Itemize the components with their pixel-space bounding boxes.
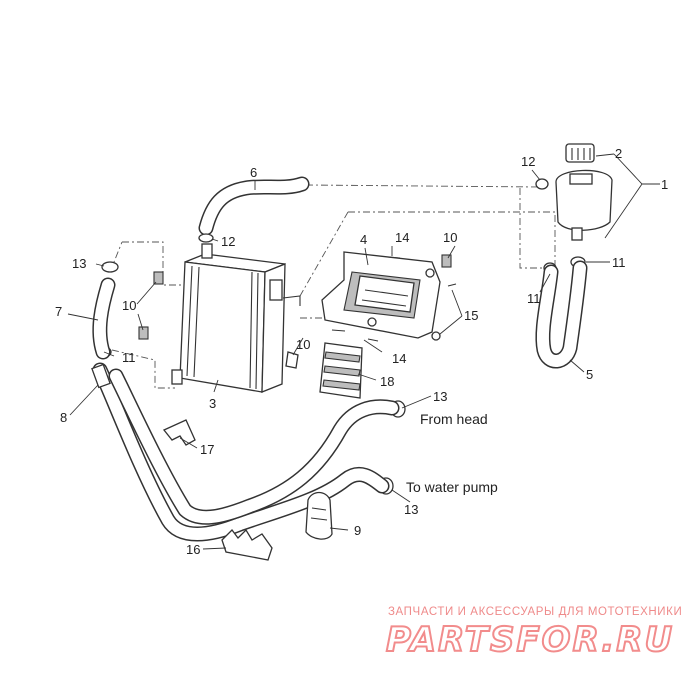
callout-12: 12 (221, 234, 235, 249)
callout-2: 2 (615, 146, 622, 161)
to-water-pump-note: To water pump (406, 479, 498, 495)
hose-part-7 (92, 277, 116, 360)
callout-5: 5 (586, 367, 593, 382)
main-hose-part-8 (91, 362, 400, 542)
from-head-note: From head (420, 411, 488, 427)
radiator-part-3 (171, 243, 301, 393)
callout-11: 11 (527, 291, 541, 306)
clip-part-10 (138, 326, 149, 340)
callout-12: 12 (521, 154, 535, 169)
leader-lines (67, 153, 660, 550)
expansion-tank-part-1 (555, 143, 613, 241)
callout-10: 10 (122, 298, 136, 313)
screws-part-14-15 (331, 256, 457, 342)
callout-11: 11 (122, 350, 136, 365)
bracket-part-17 (162, 419, 196, 446)
callout-10: 10 (443, 230, 457, 245)
clamp-part-12 (198, 233, 214, 243)
clamp-part-13 (101, 261, 119, 273)
callout-9: 9 (354, 523, 361, 538)
callout-11: 11 (612, 255, 626, 270)
callout-13: 13 (433, 389, 447, 404)
callout-10: 10 (296, 337, 310, 352)
callout-15: 15 (464, 308, 478, 323)
upper-hose-part-6 (198, 176, 310, 236)
tank-hose-part-5 (535, 260, 588, 369)
callout-13: 13 (72, 256, 86, 271)
callout-17: 17 (200, 442, 214, 457)
clip-part-10 (153, 271, 164, 285)
watermark-logo: PARTSFOR.RU (385, 619, 675, 661)
clip-part-10 (285, 351, 299, 369)
callout-8: 8 (60, 410, 67, 425)
watermark-caption: ЗАПЧАСТИ И АКСЕССУАРЫ ДЛЯ МОТОТЕХНИКИ (388, 606, 683, 618)
callout-3: 3 (209, 396, 216, 411)
callout-14: 14 (395, 230, 409, 245)
hardware-parts (96, 178, 586, 495)
clip-part-10 (441, 254, 452, 268)
callout-labels: 1 2 3 4 5 6 7 8 9 10 10 10 11 11 11 12 1… (55, 146, 668, 557)
callout-6: 6 (250, 165, 257, 180)
clamp-part-12 (535, 178, 549, 190)
callout-4: 4 (360, 232, 367, 247)
callout-16: 16 (186, 542, 200, 557)
callout-7: 7 (55, 304, 62, 319)
callout-14: 14 (392, 351, 406, 366)
callout-1: 1 (661, 177, 668, 192)
holder-part-9 (305, 491, 333, 540)
flow-notes: From head To water pump (406, 411, 498, 495)
callout-13: 13 (404, 502, 418, 517)
clip-part-16 (221, 528, 273, 561)
bracket-part-4 (321, 251, 441, 341)
callout-18: 18 (380, 374, 394, 389)
grille-part-18 (319, 342, 363, 399)
tank-cap-part-2 (565, 143, 595, 163)
